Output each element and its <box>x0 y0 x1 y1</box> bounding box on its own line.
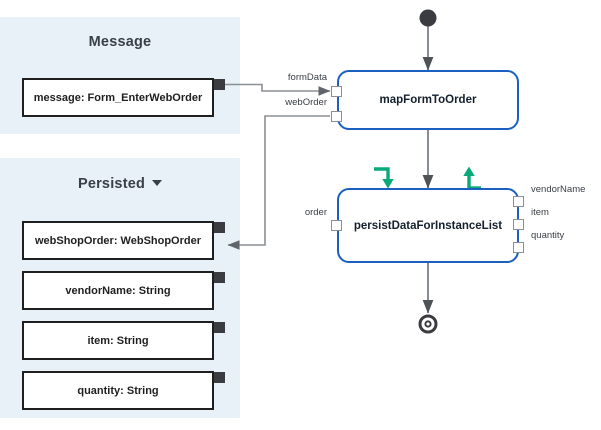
panel-persisted-title-text: Persisted <box>77 176 146 192</box>
data-pin-item[interactable] <box>214 322 225 333</box>
data-box-item-label: item: String <box>87 334 149 347</box>
data-box-webshoporder-label: webShopOrder: WebShopOrder <box>34 234 202 247</box>
data-pin-quantity[interactable] <box>214 372 225 383</box>
chevron-down-icon[interactable] <box>152 180 163 187</box>
port-item[interactable] <box>513 219 524 230</box>
port-label-quantity: quantity <box>531 230 565 241</box>
flow-node-persist-data-for-instance-list[interactable]: persistDataForInstanceList <box>337 188 519 263</box>
flow-node-map-form-to-order[interactable]: mapFormToOrder <box>337 70 519 130</box>
port-formdata[interactable] <box>331 86 342 97</box>
port-quantity[interactable] <box>513 242 524 253</box>
data-box-quantity[interactable]: quantity: String <box>22 371 214 410</box>
data-box-webshoporder[interactable]: webShopOrder: WebShopOrder <box>22 221 214 260</box>
data-box-message-label: message: Form_EnterWebOrder <box>33 91 203 104</box>
wire-message-to-formdata <box>225 83 331 96</box>
flow-node-map-form-to-order-label: mapFormToOrder <box>379 94 477 106</box>
loop-output-arrow-icon <box>463 166 481 190</box>
start-event-node <box>419 9 437 27</box>
data-pin-message[interactable] <box>214 79 225 90</box>
port-weborder[interactable] <box>331 111 342 122</box>
port-label-order: order <box>304 207 327 218</box>
data-box-vendorname[interactable]: vendorName: String <box>22 271 214 310</box>
port-label-formdata: formData <box>287 72 327 83</box>
port-order[interactable] <box>331 220 342 231</box>
end-event-node-inner <box>424 320 432 328</box>
panel-persisted-title[interactable]: Persisted <box>0 176 240 192</box>
data-pin-webshoporder[interactable] <box>214 222 225 233</box>
port-label-item: item <box>531 207 549 218</box>
wire-weborder-to-webshoporder <box>227 115 330 250</box>
port-label-vendorname: vendorName <box>531 184 586 195</box>
data-box-message[interactable]: message: Form_EnterWebOrder <box>22 78 214 117</box>
data-box-item[interactable]: item: String <box>22 321 214 360</box>
loop-input-arrow-icon <box>374 167 394 189</box>
panel-message-title: Message <box>0 34 240 50</box>
data-pin-vendorname[interactable] <box>214 272 225 283</box>
data-box-quantity-label: quantity: String <box>77 384 159 397</box>
port-vendorname[interactable] <box>513 196 524 207</box>
flow-node-persist-data-for-instance-list-label: persistDataForInstanceList <box>353 219 503 232</box>
port-label-weborder: webOrder <box>285 97 327 108</box>
data-box-vendorname-label: vendorName: String <box>65 284 171 297</box>
panel-message-title-text: Message <box>88 34 152 50</box>
end-event-node <box>418 314 438 334</box>
